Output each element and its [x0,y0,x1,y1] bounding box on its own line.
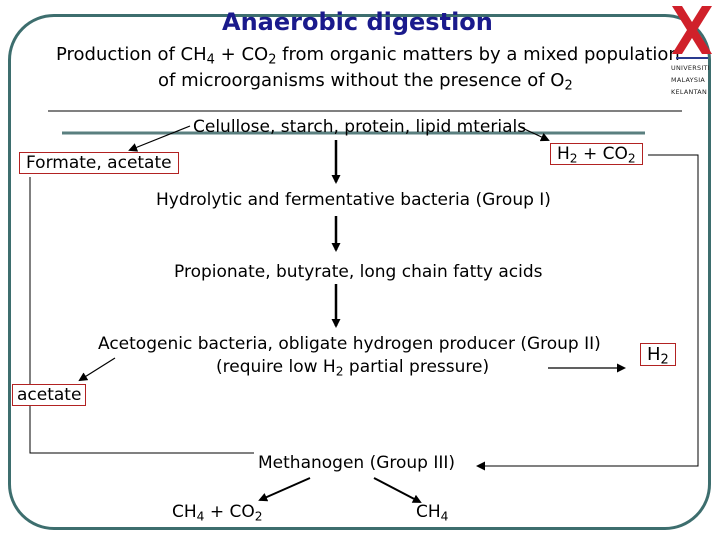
arrow-to-ch4-co2 [258,477,311,502]
arrow-to-h2-co2 [519,126,550,142]
slide-frame [8,14,711,530]
logo-text-line-1: UNIVERSITI [671,64,710,72]
arrow-to-ch4 [373,477,422,503]
intro-line-2: of microorganisms without the presence o… [158,70,573,94]
node-ch4: CH4 [416,502,449,524]
arrow-to-acetate [78,357,116,382]
arrow-to-formate [128,125,191,152]
node-products: Propionate, butyrate, long chain fatty a… [174,262,543,282]
slide-title: Anaerobic digestion [222,8,493,36]
logo-text-line-3: KELANTAN [671,88,708,96]
university-crest-icon [672,6,712,59]
formate-feed-line [29,177,254,454]
intro-line-1: Production of CH4 + CO2 from organic mat… [56,44,680,68]
node-group2-line1: Acetogenic bacteria, obligate hydrogen p… [98,334,601,354]
node-group2-line2: (require low H2 partial pressure) [216,357,490,379]
node-formate-acetate: Formate, acetate [19,152,179,174]
node-ch4-co2: CH4 + CO2 [172,502,263,524]
node-substrates: Celullose, starch, protein, lipid mteria… [193,117,527,137]
logo-text-line-2: MALAYSIA [671,76,706,84]
node-h2: H2 [640,343,676,367]
node-group1: Hydrolytic and fermentative bacteria (Gr… [156,190,551,210]
node-h2-co2: H2 + CO2 [550,143,643,165]
h2-feed-line [476,154,699,471]
node-acetate: acetate [12,384,87,406]
node-group3: Methanogen (Group III) [258,453,456,473]
